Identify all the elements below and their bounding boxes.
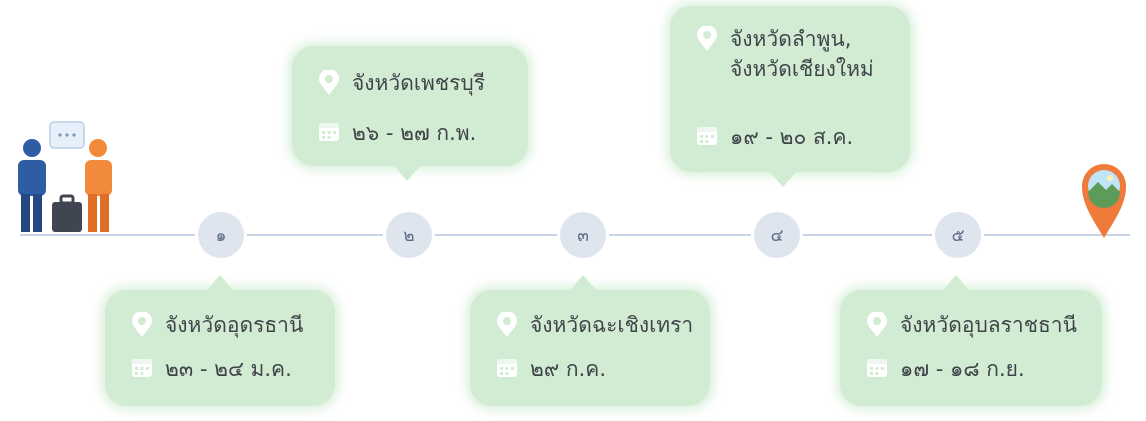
- stop-4-dates: ๑๙ - ๒๐ ส.ค.: [730, 125, 854, 149]
- card-pointer: [569, 275, 597, 291]
- stop-1-marker: ๑: [198, 212, 244, 258]
- map-pin-icon: [497, 312, 517, 337]
- card-pointer: [942, 275, 970, 291]
- stop-1-card: จังหวัดอุดรธานี ๒๓ - ๒๔ ม.ค.: [105, 275, 335, 406]
- calendar-icon: [497, 359, 517, 377]
- stop-3-place: จังหวัดฉะเชิงเทรา: [530, 313, 694, 337]
- stop-2-marker: ๒: [386, 212, 432, 258]
- stop-3-card: จังหวัดฉะเชิงเทรา ๒๙ ก.ค.: [470, 275, 710, 406]
- stop-2-card: จังหวัดเพชรบุรี ๒๖ - ๒๗ ก.พ.: [292, 46, 528, 181]
- map-pin-icon: [697, 26, 717, 51]
- map-pin-icon: [319, 70, 339, 95]
- travelers-icon: [18, 121, 112, 232]
- calendar-icon: [132, 359, 152, 377]
- stop-2-place: จังหวัดเพชรบุรี: [352, 71, 485, 95]
- stop-1-place: จังหวัดอุดรธานี: [165, 313, 304, 337]
- calendar-icon: [867, 359, 887, 377]
- stop-5-place: จังหวัดอุบลราชธานี: [900, 313, 1077, 337]
- map-pin-icon: [867, 312, 887, 337]
- stop-5-dates: ๑๗ - ๑๘ ก.ย.: [900, 357, 1025, 381]
- stop-4-place: จังหวัดลำพูน, จังหวัดเชียงใหม่: [730, 27, 874, 81]
- calendar-icon: [697, 127, 717, 145]
- stop-3-dates: ๒๙ ก.ค.: [530, 357, 607, 381]
- stop-1-dates: ๒๓ - ๒๔ ม.ค.: [165, 357, 292, 381]
- stop-5-marker: ๕: [935, 212, 981, 258]
- card-pointer: [206, 275, 234, 291]
- map-pin-icon: [132, 312, 152, 337]
- stop-2-dates: ๒๖ - ๒๗ ก.พ.: [352, 121, 477, 145]
- destination-pin-icon: [1082, 164, 1126, 238]
- stop-4-card: จังหวัดลำพูน, จังหวัดเชียงใหม่ ๑๙ - ๒๐ ส…: [670, 6, 910, 187]
- calendar-icon: [319, 123, 339, 141]
- card-pointer: [769, 171, 797, 187]
- stop-3-marker: ๓: [560, 212, 606, 258]
- card-pointer: [393, 165, 421, 181]
- stop-5-card: จังหวัดอุบลราชธานี ๑๗ - ๑๘ ก.ย.: [840, 275, 1102, 406]
- stop-4-marker: ๔: [754, 212, 800, 258]
